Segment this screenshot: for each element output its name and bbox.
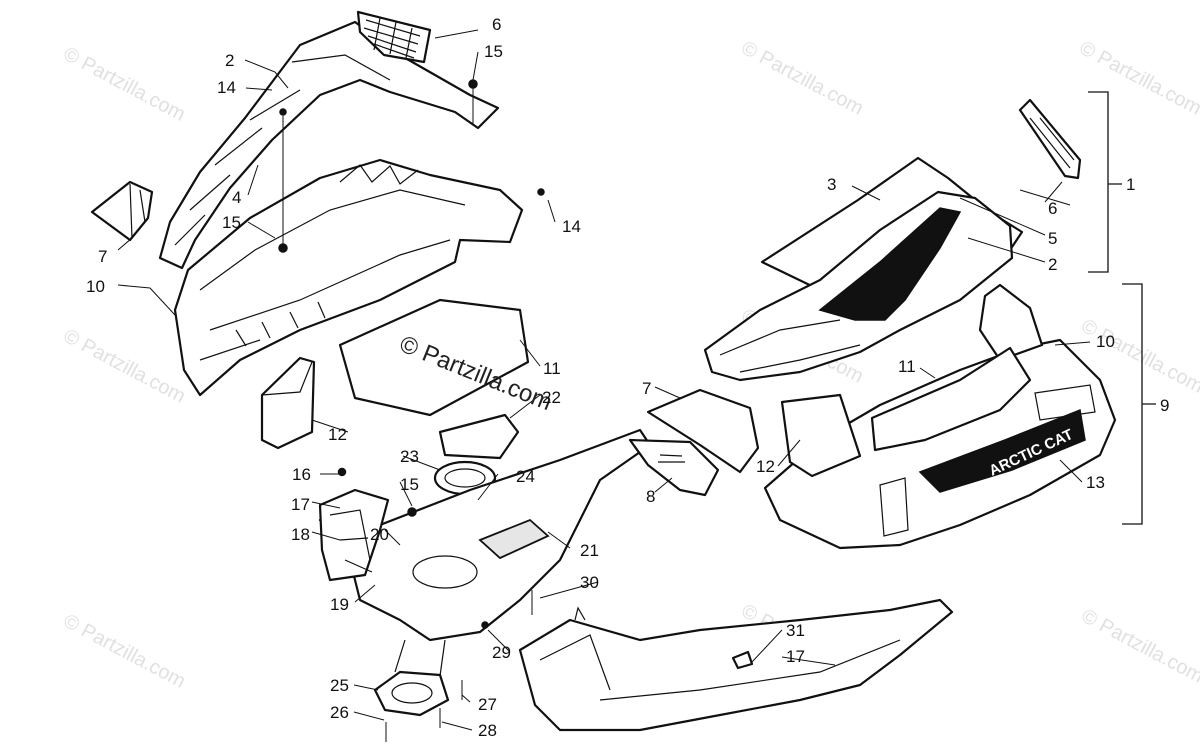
foam-block-left-edge [261, 361, 313, 396]
arctic-cat-decal [918, 408, 1086, 493]
watermark: © Partzilla.com [1076, 37, 1200, 120]
vent-front-right-part [646, 388, 760, 474]
callout-8: 8 [646, 487, 655, 506]
callout-12: 12 [328, 425, 347, 444]
group-bracket-9 [1122, 283, 1156, 525]
lower-duct-connector [394, 639, 446, 677]
callout-15: 15 [484, 42, 503, 61]
callout-6: 6 [1048, 199, 1057, 218]
side-panel-right-vent [879, 384, 1096, 537]
callout-7: 7 [642, 379, 651, 398]
callout-28: 28 [478, 721, 497, 740]
mount-bracket-detail [329, 509, 373, 573]
callout-2: 2 [1048, 255, 1057, 274]
left-vent-part [90, 180, 154, 242]
air-scoop-mesh [658, 454, 685, 463]
fastener-15-mid [407, 507, 417, 517]
foam-block-left-part [260, 356, 316, 450]
hood-upper-detail [174, 54, 391, 246]
side-panel-right-top [978, 283, 1044, 362]
callout-9: 9 [1160, 396, 1169, 415]
callout-23: 23 [400, 447, 419, 466]
belly-pan-left-part [318, 428, 652, 642]
callout-17: 17 [786, 647, 805, 666]
leader-lines [117, 29, 1091, 731]
callout-5: 5 [1048, 229, 1057, 248]
seal-pad-part [438, 413, 520, 460]
belly-pan-plate [478, 518, 550, 560]
fastener-15-left [278, 243, 288, 253]
hood-side-detail [719, 319, 861, 373]
callout-6: 6 [492, 15, 501, 34]
side-panel-right-part [763, 338, 1117, 550]
callout-22: 22 [542, 388, 561, 407]
mount-bracket-part [318, 488, 390, 582]
callout-17: 17 [291, 495, 310, 514]
watermark: © Partzilla.com [1078, 605, 1200, 688]
callout-14: 14 [562, 217, 581, 236]
callout-26: 26 [330, 703, 349, 722]
fastener-29 [481, 621, 489, 629]
callout-12: 12 [756, 457, 775, 476]
callout-13: 13 [1086, 473, 1105, 492]
vent-right-part [1018, 98, 1082, 180]
skid-plate-detail [539, 606, 901, 701]
callout-7: 7 [98, 247, 107, 266]
lower-duct-hole [391, 682, 433, 704]
callout-27: 27 [478, 695, 497, 714]
callout-15: 15 [222, 213, 241, 232]
callout-16: 16 [292, 465, 311, 484]
callout-10: 10 [1096, 332, 1115, 351]
callout-1: 1 [1126, 175, 1135, 194]
fastener-14-left [279, 108, 287, 116]
callout-2: 2 [225, 51, 234, 70]
lower-duct-part [373, 670, 450, 717]
callout-11: 11 [898, 357, 916, 376]
callout-15: 15 [400, 475, 419, 494]
callout-labels: 2 14 4 15 7 10 6 15 14 11 12 22 23 24 16… [86, 15, 1169, 740]
callout-14: 14 [217, 78, 236, 97]
seal-ring-upper-inner [444, 468, 486, 488]
callout-31: 31 [786, 621, 805, 640]
left-vent-detail [129, 183, 146, 239]
watermark: © Partzilla.com [60, 610, 189, 693]
callout-21: 21 [580, 541, 599, 560]
fastener-14-right [537, 188, 545, 196]
skid-clip-part [731, 650, 754, 670]
callout-24: 24 [516, 467, 535, 486]
callout-20: 20 [370, 525, 389, 544]
hood-upper-part [158, 20, 500, 270]
vent-grille-mesh [363, 17, 421, 59]
callout-11: 11 [543, 359, 561, 378]
callout-18: 18 [291, 525, 310, 544]
foam-pad-right-part [870, 346, 1032, 452]
watermark: © Partzilla.com [60, 325, 189, 408]
watermark: © Partzilla.com [60, 43, 189, 126]
belly-pan-hole-1 [412, 555, 478, 589]
callout-4: 4 [232, 188, 241, 207]
callout-25: 25 [330, 676, 349, 695]
watermark: © Partzilla.com [738, 37, 867, 120]
nose-panel-left-detail [199, 164, 466, 361]
callout-10: 10 [86, 277, 105, 296]
callout-29: 29 [492, 643, 511, 662]
callout-30: 30 [580, 573, 599, 592]
group-bracket-1 [1088, 91, 1122, 273]
hood-side-decal [818, 207, 962, 321]
callout-3: 3 [827, 175, 836, 194]
vent-right-detail [1029, 117, 1075, 169]
callout-19: 19 [330, 595, 349, 614]
foam-block-right-part [780, 393, 862, 478]
air-scoop-part [628, 438, 720, 497]
fastener-15-top [468, 79, 478, 89]
foam-pad-left-edge [339, 344, 356, 399]
